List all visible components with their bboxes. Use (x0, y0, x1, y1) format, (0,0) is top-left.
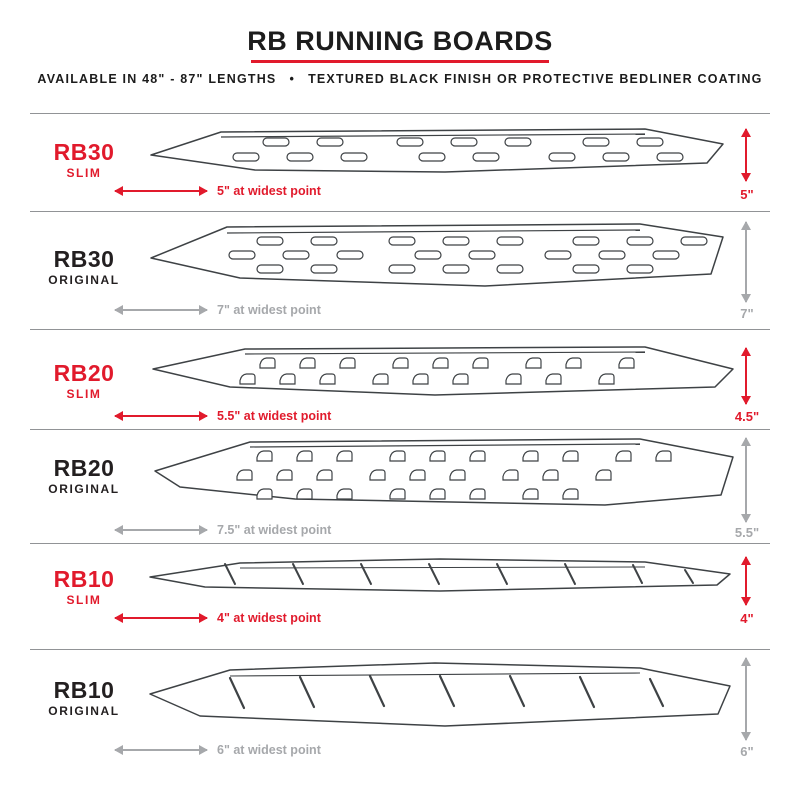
board-label: RB20 ORIGINAL (25, 456, 143, 496)
rb30-slim-drawing (150, 128, 724, 173)
board-variant: SLIM (66, 387, 102, 402)
board-row-rb20-original: RB20 ORIGINAL 5.5" (0, 429, 800, 543)
rb30-original-drawing (150, 223, 724, 287)
board-row-rb10-slim: RB10 SLIM 4" 4" at widest point (0, 543, 800, 649)
width-arrow (115, 309, 207, 311)
height-label: 5" (740, 187, 754, 202)
board-label: RB10 SLIM (25, 567, 143, 607)
width-arrow (115, 617, 207, 619)
height-arrow (745, 438, 747, 522)
board-row-rb20-slim: RB20 SLIM 4.5" 5.5" at widest point (0, 329, 800, 429)
height-arrow (745, 222, 747, 302)
board-row-rb30-original: RB30 ORIGINAL 7" (0, 211, 800, 329)
width-label: 5.5" at widest point (217, 409, 332, 423)
board-label: RB30 ORIGINAL (25, 247, 143, 287)
width-label: 4" at widest point (217, 611, 321, 625)
height-label: 7" (740, 306, 754, 321)
height-arrow (745, 658, 747, 740)
board-row-rb30-slim: RB30 SLIM 5" 5" at widest point (0, 113, 800, 211)
board-model: RB30 (53, 139, 115, 165)
height-label: 4.5" (734, 409, 760, 424)
width-arrow (115, 749, 207, 751)
board-model: RB20 (53, 455, 115, 481)
board-variant: ORIGINAL (48, 704, 120, 719)
title-underline (251, 60, 549, 63)
width-measure: 5.5" at widest point (115, 409, 331, 423)
height-label: 6" (740, 744, 754, 759)
board-variant: SLIM (66, 166, 102, 181)
width-measure: 6" at widest point (115, 743, 321, 757)
width-label: 6" at widest point (217, 743, 321, 757)
rb10-slim-drawing (149, 558, 731, 592)
board-variant: SLIM (66, 593, 102, 608)
width-measure: 7.5" at widest point (115, 523, 331, 537)
width-arrow (115, 190, 207, 192)
board-label: RB20 SLIM (25, 361, 143, 401)
board-label: RB10 ORIGINAL (25, 678, 143, 718)
height-label: 4" (740, 611, 754, 626)
height-arrow (745, 557, 747, 605)
board-model: RB10 (53, 566, 115, 592)
board-model: RB20 (53, 360, 115, 386)
board-variant: ORIGINAL (48, 273, 120, 288)
subtitle: AVAILABLE IN 48" - 87" LENGTHS • TEXTURE… (0, 72, 800, 86)
width-label: 5" at widest point (217, 184, 321, 198)
subtitle-finish: TEXTURED BLACK FINISH OR PROTECTIVE BEDL… (308, 72, 763, 86)
width-arrow (115, 529, 207, 531)
width-arrow (115, 415, 207, 417)
rb20-slim-drawing (152, 346, 734, 396)
subtitle-lengths: AVAILABLE IN 48" - 87" LENGTHS (37, 72, 277, 86)
board-row-rb10-original: RB10 ORIGINAL 6" 6" at widest point (0, 649, 800, 800)
bullet-separator: • (289, 72, 296, 86)
width-label: 7.5" at widest point (217, 523, 332, 537)
board-model: RB30 (53, 246, 115, 272)
board-label: RB30 SLIM (25, 140, 143, 180)
height-arrow (745, 348, 747, 404)
page-title: RB RUNNING BOARDS (247, 26, 553, 56)
board-model: RB10 (53, 677, 115, 703)
height-arrow (745, 129, 747, 181)
width-measure: 4" at widest point (115, 611, 321, 625)
width-measure: 5" at widest point (115, 184, 321, 198)
rb10-original-drawing (149, 662, 731, 727)
width-label: 7" at widest point (217, 303, 321, 317)
height-label: 5.5" (734, 525, 760, 540)
rb20-original-drawing (154, 438, 734, 506)
width-measure: 7" at widest point (115, 303, 321, 317)
board-variant: ORIGINAL (48, 482, 120, 497)
